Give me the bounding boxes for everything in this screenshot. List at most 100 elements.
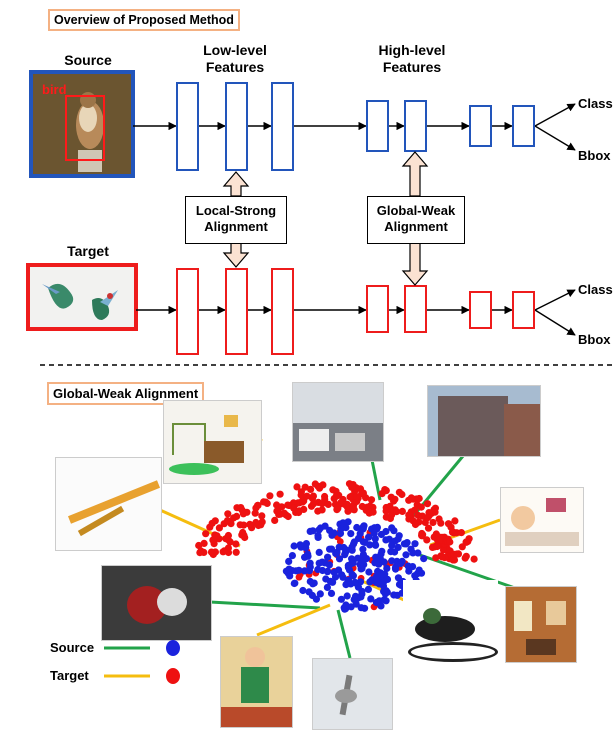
source-point: [326, 577, 334, 585]
target-point: [224, 510, 232, 518]
source-point: [382, 597, 390, 605]
target-point: [309, 500, 318, 508]
source-point: [381, 570, 389, 578]
source-point: [377, 530, 385, 539]
target-point: [332, 492, 340, 500]
source-point: [315, 548, 323, 556]
target-point: [423, 500, 432, 508]
source-point: [353, 523, 361, 532]
target-point: [448, 528, 457, 536]
source-point: [367, 595, 375, 603]
target-point: [271, 516, 279, 524]
source-label: Source: [64, 52, 112, 68]
source-point: [357, 604, 365, 612]
target-point: [224, 531, 232, 540]
target-low-level-blocks: [176, 268, 294, 355]
target-point: [318, 506, 326, 514]
source-point: [290, 542, 298, 550]
target-point: [348, 483, 356, 491]
global-weak-double-arrow: [401, 151, 429, 286]
source-point: [302, 540, 310, 548]
target-point: [423, 536, 431, 544]
target-point: [232, 540, 240, 548]
source-point: [299, 586, 307, 595]
local-strong-alignment-box: Local-Strong Alignment: [185, 196, 287, 244]
target-point: [211, 517, 219, 525]
target-point: [293, 483, 301, 491]
source-point: [394, 535, 402, 543]
target-point: [307, 485, 315, 493]
target-point: [369, 503, 377, 511]
source-block-3: [271, 82, 294, 171]
target-point: [202, 530, 210, 538]
source-point: [356, 578, 365, 586]
target-point: [415, 494, 423, 503]
source-point: [301, 553, 309, 561]
target-point: [278, 503, 286, 511]
global-weak-alignment-box: Global-Weak Alignment: [367, 196, 465, 244]
source-point: [387, 548, 395, 556]
source-point: [398, 557, 406, 565]
target-point: [290, 504, 298, 512]
target-point: [344, 507, 352, 515]
source-point: [420, 555, 428, 563]
target-point: [232, 548, 240, 556]
target-point: [246, 520, 254, 528]
source-point: [352, 600, 360, 608]
source-point: [373, 572, 381, 580]
legend: [104, 640, 180, 684]
target-point: [289, 499, 298, 507]
target-point: [414, 511, 422, 520]
source-point: [325, 561, 333, 569]
source-point: [390, 591, 398, 599]
source-point: [358, 555, 366, 563]
source-point: [359, 545, 367, 553]
target-point: [453, 550, 461, 558]
target-point: [240, 531, 248, 539]
global-weak-line1: Global-Weak: [376, 203, 456, 218]
source-block-5: [404, 100, 427, 152]
embedding-scatter: [159, 423, 516, 659]
target-point: [215, 524, 223, 532]
source-point: [315, 526, 323, 534]
target-point: [223, 517, 232, 525]
target-point: [395, 488, 403, 496]
source-point: [335, 543, 343, 551]
source-point: [285, 565, 293, 573]
source-point: [361, 538, 369, 546]
source-point: [402, 551, 410, 559]
target-point: [378, 490, 386, 498]
source-point: [318, 566, 327, 575]
target-point: [220, 547, 228, 555]
target-point: [297, 488, 305, 496]
source-point: [321, 522, 329, 530]
source-high-level-blocks: [366, 100, 535, 152]
thumb-glider: [55, 457, 162, 551]
source-point: [415, 566, 423, 574]
target-point: [411, 506, 419, 514]
source-point: [411, 540, 419, 548]
target-point: [382, 513, 390, 521]
target-point: [418, 531, 426, 539]
target-point: [303, 492, 311, 500]
target-point: [391, 495, 399, 503]
thumb-room: [505, 586, 577, 663]
source-point: [337, 525, 345, 533]
target-high-level-blocks: [366, 285, 535, 333]
target-point: [252, 518, 260, 527]
target-point: [207, 548, 216, 556]
target-point: [424, 514, 432, 522]
target-block-3: [271, 268, 294, 355]
target-point: [435, 533, 443, 541]
target-point: [318, 500, 326, 508]
target-block-5: [404, 285, 427, 333]
source-point: [382, 536, 390, 544]
source-point: [343, 592, 351, 600]
target-point: [319, 481, 327, 489]
thumb-nursery: [163, 400, 262, 484]
source-point: [296, 541, 304, 549]
thumb-butcher: [500, 487, 584, 553]
target-point: [343, 500, 351, 508]
target-point: [382, 507, 390, 515]
target-point: [457, 529, 465, 537]
